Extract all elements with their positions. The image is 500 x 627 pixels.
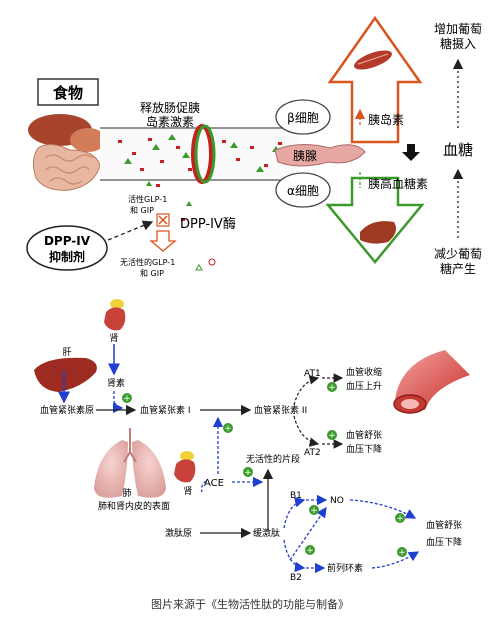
hormone-particles xyxy=(118,134,282,172)
food-box: 食物 xyxy=(37,78,99,106)
svg-text:+: + xyxy=(328,383,336,393)
inhibit-down-icon xyxy=(402,144,420,161)
plus-icon: + xyxy=(309,505,319,516)
ace-loop xyxy=(200,480,207,493)
bp-rise-label: 血压上升 xyxy=(346,380,382,392)
food-label: 食物 xyxy=(53,84,83,102)
glucagon-label: 胰高血糖素 xyxy=(368,176,428,191)
lung-label: 肺 xyxy=(122,488,131,499)
degrade-arrow-icon xyxy=(149,230,177,252)
increase-glucose-label: 增加葡萄 xyxy=(434,22,482,36)
ang2-label: 血管紧张素 II xyxy=(254,404,307,416)
pancreas: 胰腺 xyxy=(274,144,366,167)
kidney-mid-label: 肾 xyxy=(183,486,192,497)
plus-icon: + xyxy=(223,423,233,434)
insulin-label: 胰岛素 xyxy=(368,112,404,127)
lung-kidney-surface-label: 肺和肾内皮的表面 xyxy=(98,500,170,512)
inactive-glp-label: 无活性的GLP-1 xyxy=(120,257,175,267)
plus-icon: + xyxy=(305,545,315,556)
blood-vessel-illustration xyxy=(393,350,470,414)
beta-cell-label: β细胞 xyxy=(287,111,319,125)
vasodilation-label: 血管舒张 xyxy=(346,429,382,441)
svg-text:+: + xyxy=(123,394,131,404)
b1-label: B1 xyxy=(290,491,302,501)
bp-fall-label: 血压下降 xyxy=(346,443,382,455)
svg-text:+: + xyxy=(396,514,404,524)
ang1-label: 血管紧张素 I xyxy=(140,404,191,416)
bradykinin-label: 缓激肽 xyxy=(253,527,280,539)
kidney-icon xyxy=(104,299,126,331)
dppiv-enzyme-label: DPP-IV酶 xyxy=(180,216,236,232)
pancreas-label: 胰腺 xyxy=(293,149,317,163)
alpha-cell: α细胞 xyxy=(275,172,331,208)
kidney-mid-icon xyxy=(174,451,196,483)
vasodilation2-label: 血管舒张 xyxy=(426,519,462,531)
plus-icon: + xyxy=(397,547,407,558)
renin-curve xyxy=(112,401,124,414)
kininogen-label: 激肽原 xyxy=(165,527,192,539)
at2-label: AT2 xyxy=(304,448,321,458)
b1-branch xyxy=(283,497,306,529)
b2-to-no-arrow xyxy=(289,506,327,561)
no-to-effect-arrow xyxy=(349,499,417,519)
at1-branch xyxy=(293,375,320,406)
plus-icon: + xyxy=(327,382,337,393)
plus-icon: + xyxy=(395,513,405,524)
liver-label: 肝 xyxy=(62,347,71,358)
at2-branch xyxy=(293,415,320,447)
release-hormone-label-2: 岛素激素 xyxy=(146,114,194,129)
inhibitor-label-2: 抑制剂 xyxy=(49,249,85,264)
glucose-uptake-arrow xyxy=(327,15,423,144)
intestine-tube xyxy=(100,124,300,184)
inactive-glp-label-2: 和 GIP xyxy=(140,269,164,278)
renin-label: 肾素 xyxy=(107,377,125,389)
active-glp-label: 活性GLP-1 xyxy=(128,194,167,204)
dppiv-inhibitor: DPP-IV 抑制剂 xyxy=(26,225,108,271)
inactive-particles xyxy=(146,181,192,221)
svg-text:+: + xyxy=(244,468,252,478)
inhibitor-arrow xyxy=(107,220,154,241)
kidney-top-label: 肾 xyxy=(109,333,118,344)
no-label: NO xyxy=(330,496,344,506)
liver-icon xyxy=(360,221,396,244)
svg-text:+: + xyxy=(310,506,318,516)
lung-illustration xyxy=(94,428,166,498)
vasoconstriction-label: 血管收缩 xyxy=(346,366,382,378)
inactive-triangle-icon xyxy=(195,264,203,271)
plus-icon: + xyxy=(122,393,132,404)
at1-label: AT1 xyxy=(304,369,321,379)
decrease-glucose-label: 减少葡萄 xyxy=(434,247,482,261)
increase-glucose-label-2: 糖摄入 xyxy=(440,36,476,51)
release-hormone-label: 释放肠促胰 xyxy=(140,100,200,115)
b2-branch xyxy=(283,539,306,573)
blood-sugar-label: 血糖 xyxy=(443,141,473,159)
figure-caption: 图片来源于《生物活性肽的功能与制备》 xyxy=(151,598,349,611)
decrease-glucose-label-2: 糖产生 xyxy=(440,261,476,276)
angiotensinogen-label: 血管紧张素原 xyxy=(40,404,94,416)
digestive-organs-illustration xyxy=(28,114,106,191)
active-glp-label-2: 和 GIP xyxy=(130,206,154,215)
svg-text:+: + xyxy=(328,431,336,441)
blocked-icon xyxy=(156,213,170,227)
prostaglandin-label: 前列环素 xyxy=(327,562,363,574)
alpha-cell-label: α细胞 xyxy=(287,184,319,198)
plus-icon: + xyxy=(243,467,253,478)
inhibitor-label: DPP-IV xyxy=(44,234,91,248)
bp-fall2-label: 血压下降 xyxy=(426,536,462,548)
svg-text:+: + xyxy=(306,546,314,556)
svg-text:+: + xyxy=(224,424,232,434)
glucose-production-arrow xyxy=(325,176,425,264)
svg-text:+: + xyxy=(398,548,406,558)
inactive-fragment-label: 无活性的片段 xyxy=(246,453,300,465)
liver-bottom-icon xyxy=(34,357,97,392)
inactive-circle-icon xyxy=(208,258,216,266)
muscle-icon xyxy=(354,50,392,70)
ace-label: ACE xyxy=(204,478,224,489)
plus-icon: + xyxy=(327,430,337,441)
beta-cell: β细胞 xyxy=(275,99,331,135)
prostaglandin-to-effect-arrow xyxy=(371,551,420,569)
b2-label: B2 xyxy=(290,573,302,583)
